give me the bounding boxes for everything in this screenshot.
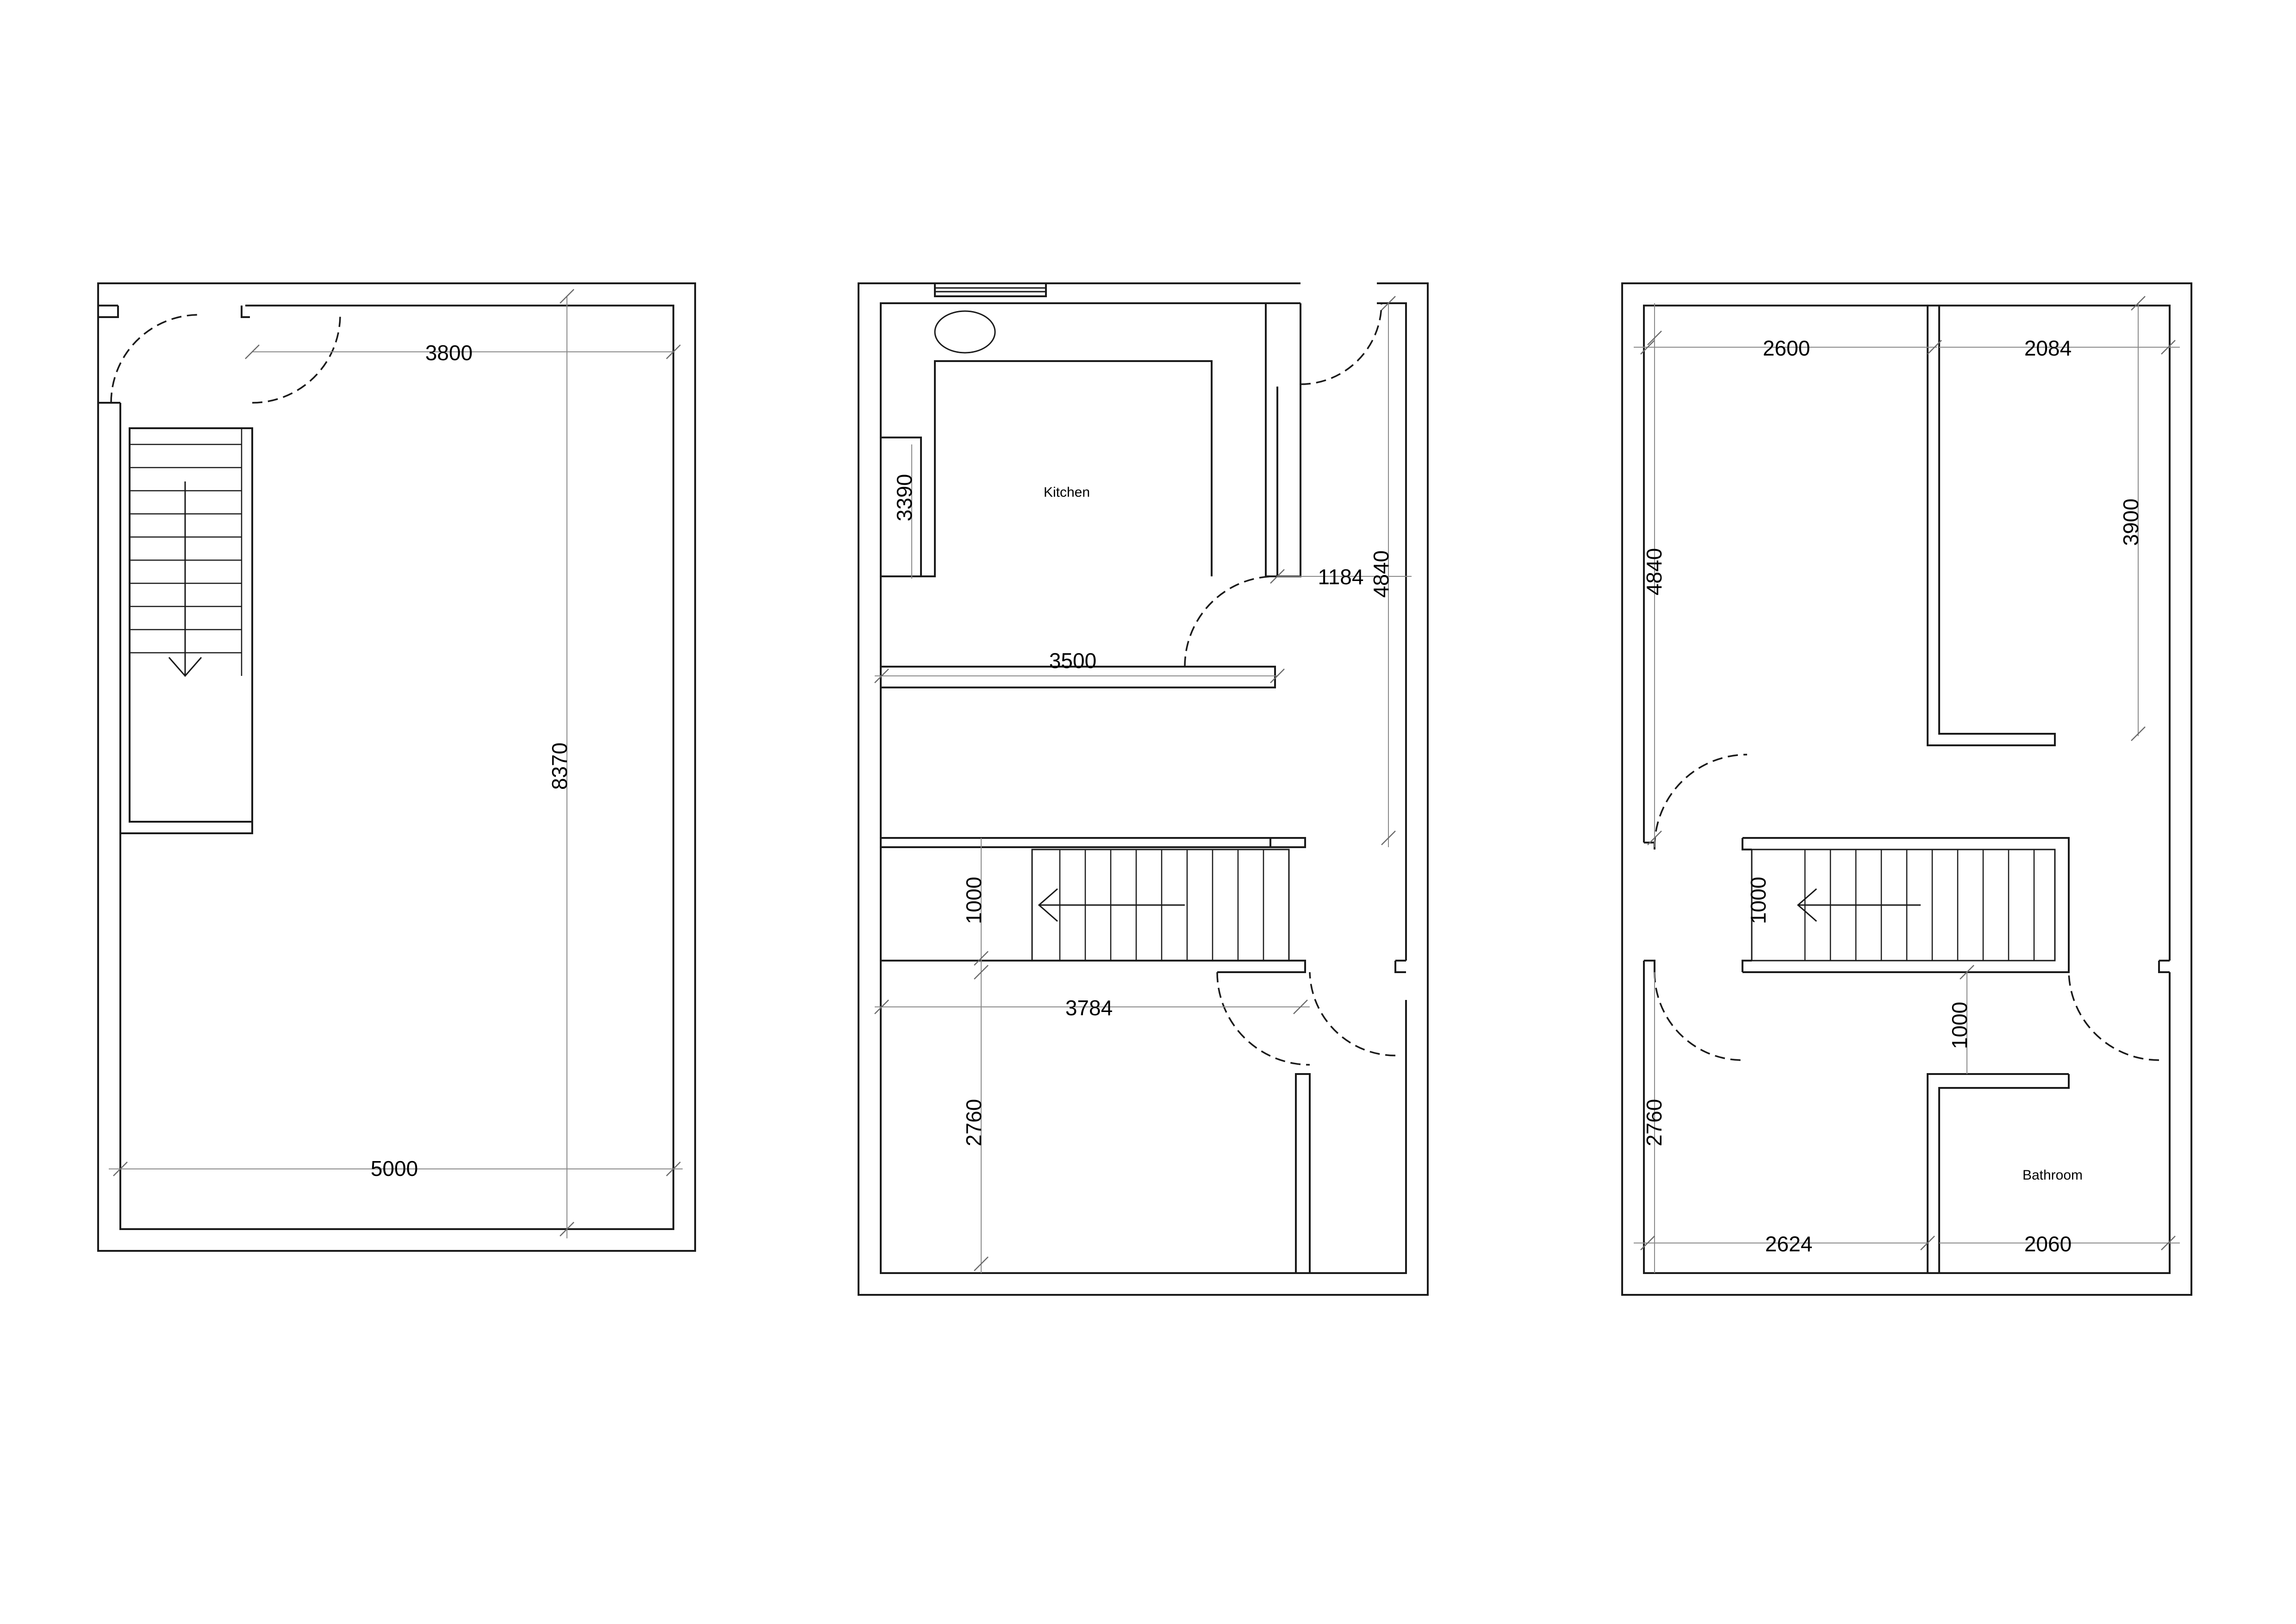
dim-4840: 4840	[1369, 550, 1393, 598]
dim-8370: 8370	[548, 743, 572, 790]
sink-basin	[934, 310, 996, 354]
dim-1000-landing: 1000	[1948, 1002, 1972, 1049]
plan-middle-doors	[1184, 303, 1396, 1066]
plan-left-doors	[110, 314, 341, 404]
dim-3390: 3390	[892, 474, 916, 521]
dim-5000: 5000	[371, 1156, 418, 1181]
dim-2624: 2624	[1765, 1232, 1812, 1256]
dim-3900: 3900	[2119, 499, 2143, 546]
plan-middle-stair	[1031, 849, 1290, 962]
dim-2600: 2600	[1763, 336, 1810, 360]
dim-3500: 3500	[1049, 649, 1096, 673]
dim-3784: 3784	[1065, 996, 1113, 1020]
plan-right-walls	[1621, 282, 2192, 1296]
plan-middle: Kitchen 3390 1184 4840 3500 1000 3784 27…	[858, 282, 1429, 1296]
plan-middle-fixtures	[934, 310, 996, 354]
room-label-kitchen: Kitchen	[1044, 485, 1090, 500]
dim-3800: 3800	[425, 341, 473, 365]
dim-1000-stair: 1000	[1746, 877, 1770, 924]
dim-4840-right: 4840	[1642, 548, 1666, 595]
dim-1000: 1000	[962, 877, 986, 924]
dim-2760-right: 2760	[1642, 1099, 1666, 1146]
dim-2760: 2760	[962, 1099, 986, 1146]
room-label-bathroom: Bathroom	[2022, 1168, 2083, 1183]
plan-right-stair	[1751, 849, 2056, 962]
plan-middle-dimension-lines	[874, 296, 1412, 1273]
plan-left-dimension-lines	[109, 289, 683, 1238]
plan-right-doors	[1654, 754, 2159, 1061]
plan-right-dimension-lines	[1634, 296, 2180, 1273]
plan-left-walls	[97, 282, 696, 1252]
plan-left: 3800 8370 5000	[97, 282, 696, 1252]
plan-left-stair	[130, 428, 243, 677]
dim-2060: 2060	[2024, 1232, 2072, 1256]
dim-1184: 1184	[1318, 565, 1364, 589]
plan-right: Bathroom 2600 2084 4840 3900 1000 1000 2…	[1621, 282, 2192, 1296]
dim-2084: 2084	[2024, 336, 2072, 360]
plan-middle-walls	[858, 282, 1429, 1296]
window-top	[934, 282, 1047, 297]
